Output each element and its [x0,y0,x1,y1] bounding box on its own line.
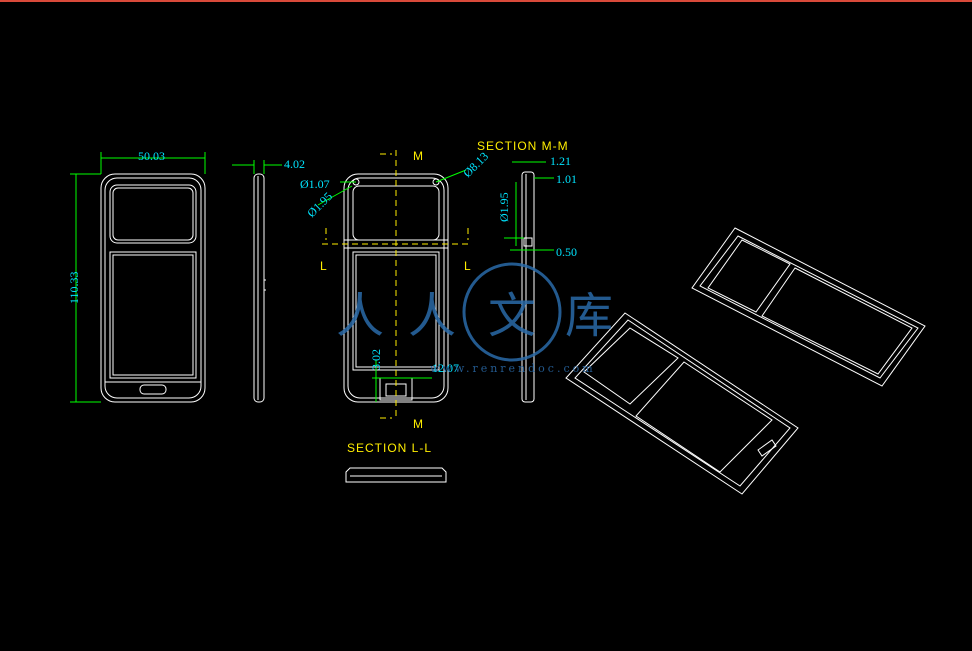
section-mm-dimensions [504,161,554,251]
section-marker-m-bottom: M [413,417,424,431]
section-marker-m-top: M [413,149,424,163]
side-view-dimensions [232,160,282,174]
center-view-dimensions [317,169,467,402]
center-dim-bottom-2: 12.07 [432,361,459,375]
section-ll-title: SECTION L-L [347,441,432,455]
section-mm-dim-1: 1.21 [550,154,571,168]
section-marker-l-right: L [464,259,472,273]
front-height-dim: 110.33 [67,271,81,304]
watermark-char-1: 人 [336,288,384,344]
watermark-char-4: 库 [565,288,613,344]
center-dia-1: Ø1.07 [300,177,330,191]
side-thickness-dim: 4.02 [284,157,305,171]
window-top-border [0,0,972,2]
center-dia-2: Ø1.95 [304,189,335,220]
section-mm-dim-2: 1.01 [556,172,577,186]
center-axis-lines [322,150,470,420]
front-view [100,173,206,403]
center-dia-3: Ø8.13 [460,149,491,180]
isometric-view-top [691,227,926,387]
section-mm-dim-3: Ø1.95 [497,192,511,222]
center-dim-bottom-1: 3.02 [369,349,383,370]
watermark-url: www.renrendoc.com [430,362,596,375]
front-width-dim: 50.03 [138,149,165,163]
isometric-view-bottom [565,312,799,495]
section-mm-view [521,171,535,403]
section-mm-title: SECTION M-M [477,139,569,153]
watermark-char-3: 文 [488,288,536,344]
watermark: 人 人 文 库 www.renrendoc.com [336,262,613,375]
section-marker-l-left: L [320,259,328,273]
watermark-char-2: 人 [408,288,456,344]
section-ll-view [345,467,447,483]
side-view [253,173,266,403]
section-mm-dim-4: 0.50 [556,245,577,259]
front-view-dimensions [70,152,206,403]
